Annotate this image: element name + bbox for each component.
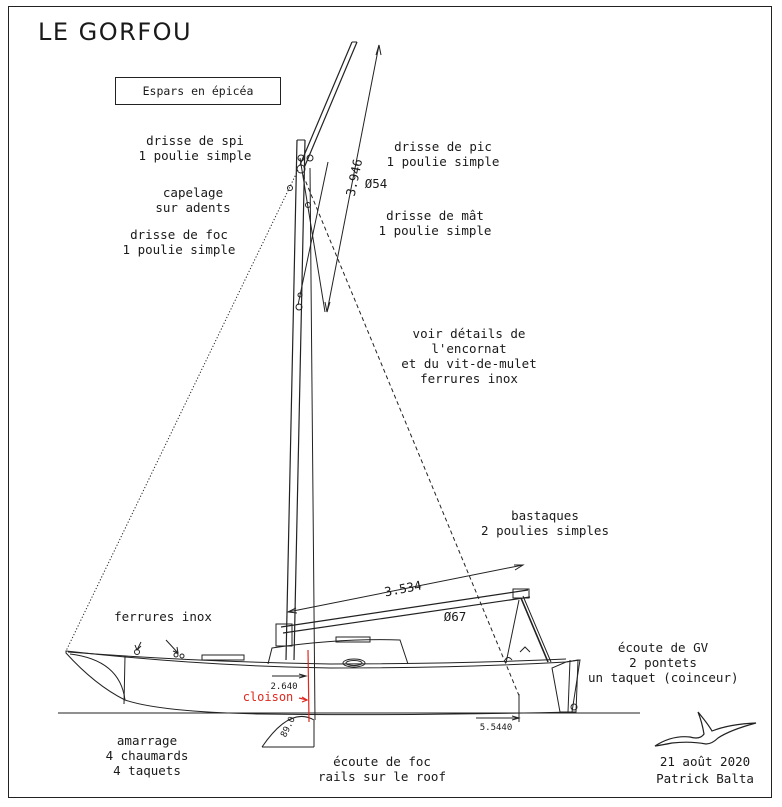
bow-line (123, 655, 126, 705)
label-boom-diameter: Ø67 (443, 609, 467, 624)
label-bulkhead: cloison (242, 690, 294, 704)
main-sheet (520, 597, 549, 663)
drawing-author: Patrick Balta (656, 771, 754, 786)
deck-fitting (201, 654, 245, 661)
boom (280, 589, 529, 628)
seagull-icon (654, 711, 757, 747)
label-mast-diameter: Ø54 (364, 176, 388, 191)
jaws (296, 164, 306, 174)
cabin-roof (267, 639, 409, 665)
traveler (504, 657, 513, 661)
boom-dimension-line (287, 564, 524, 613)
gaff-dimension-line (326, 44, 380, 313)
main-sheet-part (505, 599, 520, 664)
mast-aft (293, 139, 306, 661)
drawing-date: 21 août 2020 (659, 754, 751, 769)
dimension-5544: 5.5440 (479, 723, 513, 733)
sheer-line (67, 651, 567, 665)
cleat-icon (173, 652, 179, 658)
dimension-2640: 2.640 (270, 682, 298, 692)
running-backstay (302, 174, 521, 699)
peak-halyard-block-icon (306, 154, 314, 162)
drawing-frame (8, 6, 772, 798)
pontet (519, 646, 531, 653)
throat-fitting (295, 303, 303, 311)
hatch (335, 636, 371, 643)
bulkhead-marker (307, 649, 310, 723)
jib-halyard-block-icon (287, 185, 293, 191)
porthole (342, 658, 366, 668)
mast-centerline (309, 167, 316, 721)
stem-line (69, 653, 126, 701)
forestay (65, 169, 299, 652)
mast-forward (285, 139, 298, 661)
mast-step (275, 623, 293, 647)
cleat-icon (179, 653, 185, 659)
leader-arrow (165, 639, 179, 654)
gaff (299, 41, 353, 166)
hull (65, 650, 581, 716)
label-ferrures: ferrures inox (114, 609, 212, 624)
material-note-box: Espars en épicéa (115, 77, 281, 105)
spi-halyard-block-icon (297, 154, 305, 162)
drawing-title: LE GORFOU (38, 18, 193, 46)
rudder-fitting (570, 703, 578, 711)
